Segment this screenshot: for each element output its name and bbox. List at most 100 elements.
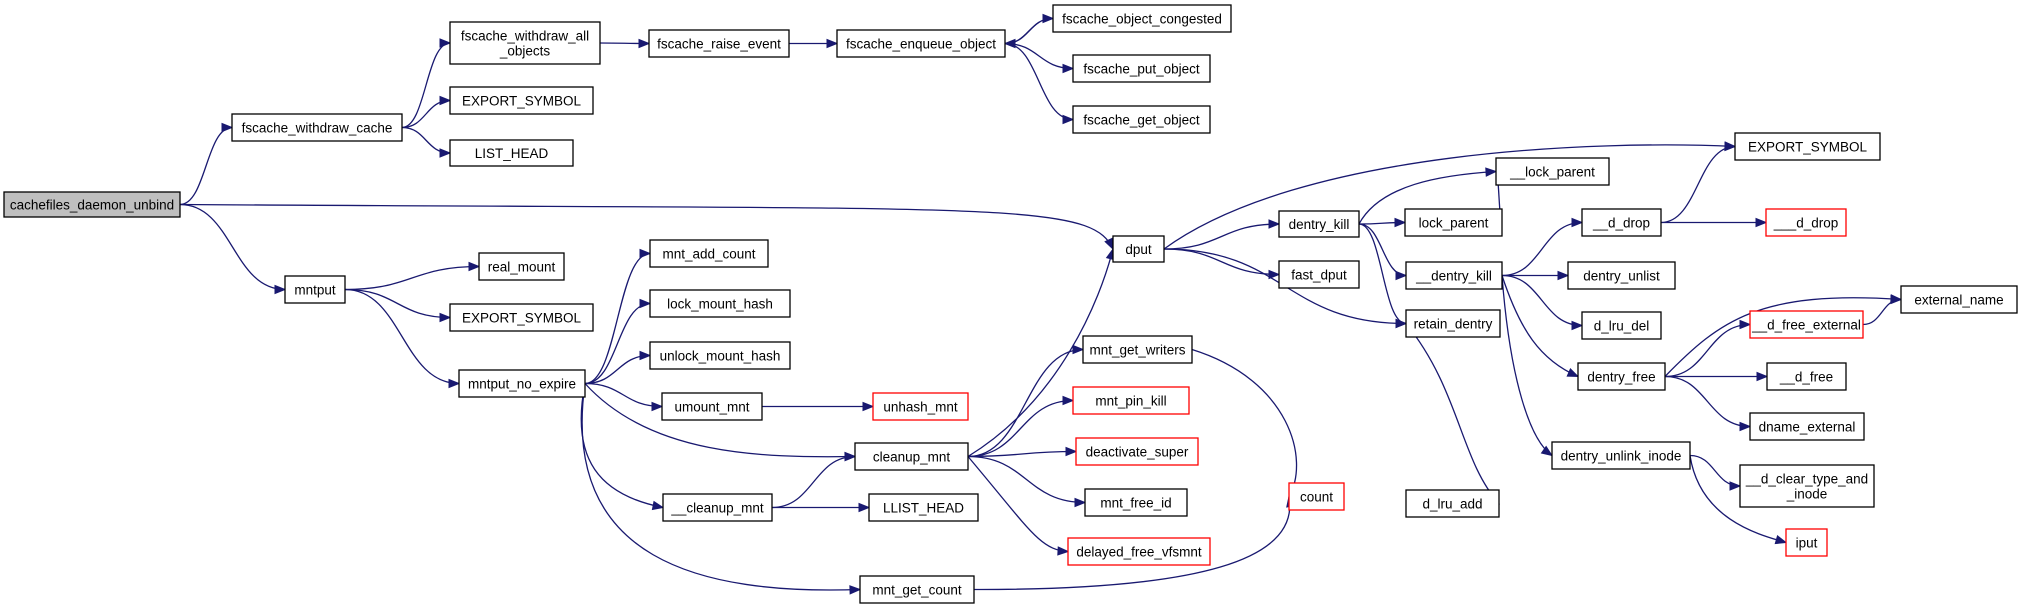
node-dentry-kill[interactable]: dentry_kill bbox=[1278, 210, 1360, 238]
node-unhash-mnt[interactable]: unhash_mnt bbox=[872, 392, 969, 421]
node-label: dname_external bbox=[1759, 420, 1856, 435]
node-cleanup-mnt-u[interactable]: __cleanup_mnt bbox=[662, 493, 773, 522]
node-dentry-free[interactable]: dentry_free bbox=[1577, 362, 1666, 391]
node-box bbox=[1082, 335, 1193, 364]
node-mnt-pin-kill[interactable]: mnt_pin_kill bbox=[1072, 386, 1190, 415]
edge-mntput_no_expire-to-umount_mnt bbox=[584, 382, 664, 412]
node-label: mntput_no_expire bbox=[468, 377, 576, 392]
node-delayed-free[interactable]: delayed_free_vfsmnt bbox=[1067, 537, 1211, 566]
edge-dentry_kill-to-dentry_kill_u bbox=[1358, 223, 1408, 281]
node-box bbox=[1739, 464, 1875, 508]
node-withdraw-all[interactable]: fscache_withdraw_all_objects bbox=[449, 21, 601, 65]
edge-d_drop_u-to-export2 bbox=[1660, 141, 1737, 224]
node-label: external_name bbox=[1914, 293, 2003, 308]
edge-cleanup_mnt-to-mnt_get_writers bbox=[967, 344, 1085, 458]
edge-dentry_kill-to-lock_parent bbox=[1358, 217, 1407, 228]
node-label: _inode bbox=[1786, 487, 1828, 502]
node-retain-dentry[interactable]: retain_dentry bbox=[1405, 309, 1501, 338]
node-d-drop-u[interactable]: __d_drop bbox=[1581, 208, 1662, 237]
node-d-clear-type[interactable]: __d_clear_type_and_inode bbox=[1739, 464, 1875, 508]
edge-root-to-withdraw_cache bbox=[179, 122, 234, 206]
node-box bbox=[1075, 437, 1199, 466]
node-box bbox=[1567, 261, 1676, 290]
node-box bbox=[449, 21, 601, 65]
node-mntput[interactable]: mntput bbox=[284, 275, 346, 304]
node-label: mnt_get_writers bbox=[1089, 343, 1185, 358]
node-d-free-external[interactable]: __d_free_external bbox=[1749, 310, 1864, 339]
node-box bbox=[649, 239, 769, 268]
node-export3[interactable]: EXPORT_SYMBOL bbox=[449, 303, 594, 332]
edge-dentry_free-to-d_free_external bbox=[1664, 319, 1752, 378]
node-label: unlock_mount_hash bbox=[660, 349, 781, 364]
node-mnt-get-writers[interactable]: mnt_get_writers bbox=[1082, 335, 1193, 364]
node-box bbox=[1072, 386, 1190, 415]
node-dentry-unlink-inode[interactable]: dentry_unlink_inode bbox=[1551, 441, 1691, 470]
node-box bbox=[661, 392, 763, 421]
node-raise-event[interactable]: fscache_raise_event bbox=[648, 29, 790, 58]
node-congested[interactable]: fscache_object_congested bbox=[1052, 4, 1232, 33]
node-lock-mount-hash[interactable]: lock_mount_hash bbox=[649, 289, 791, 318]
node-label: cachefiles_daemon_unbind bbox=[10, 198, 174, 213]
node-d-lru-del[interactable]: d_lru_del bbox=[1581, 311, 1662, 340]
node-d-drop-uu[interactable]: ___d_drop bbox=[1765, 208, 1847, 237]
node-label: EXPORT_SYMBOL bbox=[462, 94, 582, 109]
edge-dentry_unlink_inode-to-iput bbox=[1689, 455, 1788, 545]
node-deactivate-super[interactable]: deactivate_super bbox=[1075, 437, 1199, 466]
edge-d_free_external-to-external_name bbox=[1862, 294, 1903, 326]
node-export2[interactable]: EXPORT_SYMBOL bbox=[1734, 132, 1881, 161]
node-lock-parent[interactable]: lock_parent bbox=[1404, 208, 1503, 237]
node-d-lru-add[interactable]: d_lru_add bbox=[1405, 489, 1500, 518]
node-label: mnt_pin_kill bbox=[1095, 394, 1166, 409]
node-dput[interactable]: dput bbox=[1112, 235, 1165, 263]
node-list-head[interactable]: LIST_HEAD bbox=[449, 139, 574, 167]
node-box bbox=[1785, 528, 1828, 557]
edge-dentry_kill-to-lock_parent_u bbox=[1358, 167, 1498, 225]
node-external-name[interactable]: external_name bbox=[1900, 285, 2018, 314]
node-put-object[interactable]: fscache_put_object bbox=[1072, 54, 1211, 83]
node-iput[interactable]: iput bbox=[1785, 528, 1828, 557]
node-dentry-kill-u[interactable]: __dentry_kill bbox=[1405, 261, 1503, 290]
node-box bbox=[231, 113, 403, 142]
node-box bbox=[1084, 488, 1188, 517]
node-box bbox=[649, 289, 791, 318]
node-box bbox=[859, 575, 975, 604]
node-lock-parent-u[interactable]: __lock_parent bbox=[1495, 157, 1610, 186]
node-box bbox=[1581, 311, 1662, 340]
node-box bbox=[449, 139, 574, 167]
node-dentry-unlist[interactable]: dentry_unlist bbox=[1567, 261, 1676, 290]
node-d-free[interactable]: __d_free bbox=[1766, 362, 1847, 391]
edge-raise_event-to-enqueue bbox=[789, 38, 839, 49]
node-count[interactable]: count bbox=[1288, 482, 1345, 511]
node-fast-dput[interactable]: fast_dput bbox=[1278, 260, 1360, 289]
edge-dentry_kill_u-to-d_lru_del bbox=[1501, 274, 1584, 331]
node-box bbox=[449, 86, 594, 115]
node-real-mount[interactable]: real_mount bbox=[478, 252, 565, 281]
node-mntput-no-expire[interactable]: mntput_no_expire bbox=[458, 369, 586, 398]
node-llist-head[interactable]: LLIST_HEAD bbox=[868, 493, 979, 522]
node-enqueue[interactable]: fscache_enqueue_object bbox=[836, 29, 1006, 58]
node-get-object[interactable]: fscache_get_object bbox=[1072, 105, 1211, 134]
node-withdraw-cache[interactable]: fscache_withdraw_cache bbox=[231, 113, 403, 142]
node-label: d_lru_add bbox=[1422, 497, 1482, 512]
node-dname-external[interactable]: dname_external bbox=[1749, 412, 1865, 441]
node-umount-mnt[interactable]: umount_mnt bbox=[661, 392, 763, 421]
node-label: fscache_put_object bbox=[1083, 62, 1200, 77]
node-box bbox=[649, 341, 791, 370]
node-label: ___d_drop bbox=[1773, 216, 1839, 231]
edge-mnt_get_writers-to-count bbox=[1191, 348, 1299, 498]
node-box bbox=[1765, 208, 1847, 237]
node-mnt-add-count[interactable]: mnt_add_count bbox=[649, 239, 769, 268]
node-root[interactable]: cachefiles_daemon_unbind bbox=[3, 191, 181, 218]
node-box bbox=[458, 369, 586, 398]
node-cleanup-mnt[interactable]: cleanup_mnt bbox=[854, 442, 969, 471]
node-mnt-free-id[interactable]: mnt_free_id bbox=[1084, 488, 1188, 517]
node-label: fscache_object_congested bbox=[1062, 12, 1222, 27]
node-label: fast_dput bbox=[1291, 268, 1347, 283]
edge-mntput_no_expire-to-mnt_add_count bbox=[584, 248, 652, 385]
node-box bbox=[1577, 362, 1666, 391]
node-label: mnt_add_count bbox=[662, 247, 755, 262]
node-export1[interactable]: EXPORT_SYMBOL bbox=[449, 86, 594, 115]
node-mnt-get-count[interactable]: mnt_get_count bbox=[859, 575, 975, 604]
node-box bbox=[1749, 412, 1865, 441]
node-unlock-mount-hash[interactable]: unlock_mount_hash bbox=[649, 341, 791, 370]
